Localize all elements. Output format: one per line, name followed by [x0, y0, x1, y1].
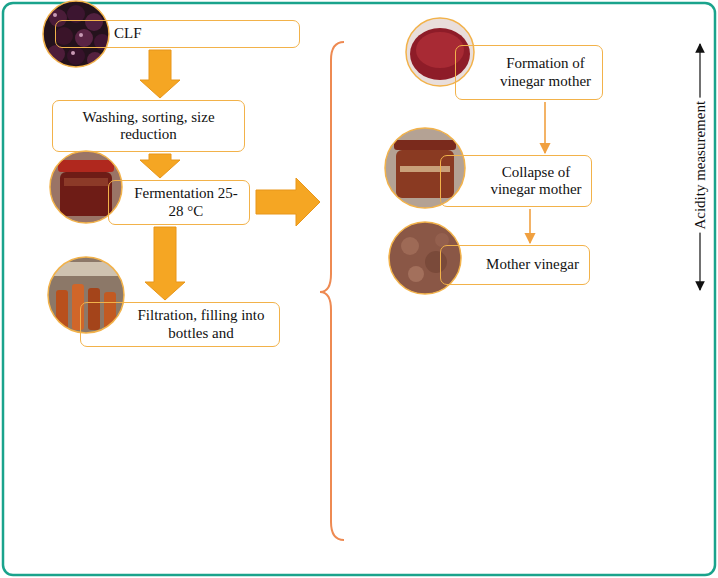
- berries-photo: [40, 0, 115, 70]
- box-text: Collapse of vinegar mother: [486, 164, 586, 199]
- block-arrow: [140, 50, 180, 98]
- berry-highlight: [79, 33, 83, 37]
- flow-arrow: [544, 102, 546, 153]
- process-box: CLF: [55, 20, 300, 48]
- photo-ground: [40, 0, 115, 70]
- photo-ground: [404, 16, 476, 88]
- curly-bracket: [320, 42, 344, 540]
- box-text: Washing, sorting, size reduction: [61, 109, 236, 144]
- box-text: Formation of vinegar mother: [494, 55, 597, 90]
- photo-ground: [388, 221, 462, 295]
- flow-arrow: [529, 209, 531, 243]
- texture: [425, 251, 447, 273]
- process-box: Washing, sorting, size reduction: [52, 100, 245, 152]
- bottle: [88, 288, 100, 330]
- vinegar-mother-film: [416, 32, 464, 68]
- process-box: Mother vinegar: [440, 245, 590, 285]
- photo-frame: [50, 151, 122, 223]
- photo-frame: [43, 1, 109, 67]
- box-text: Mother vinegar: [481, 256, 584, 273]
- jar-photo: [48, 150, 128, 225]
- jar-body: [396, 150, 454, 198]
- photo-ground: [48, 150, 128, 225]
- process-box: Formation of vinegar mother: [455, 45, 603, 100]
- dish-photo: [404, 16, 476, 88]
- berry: [67, 47, 85, 65]
- process-box: Collapse of vinegar mother: [440, 155, 592, 207]
- collapse-photo: [384, 127, 466, 209]
- outer-frame: [3, 3, 715, 575]
- block-arrow: [140, 154, 180, 178]
- berry-highlight: [53, 13, 57, 17]
- jar-liquid: [64, 178, 108, 186]
- berry: [85, 13, 103, 31]
- bottle: [72, 284, 84, 330]
- texture: [408, 266, 424, 282]
- texture: [401, 237, 419, 255]
- jar-rim: [394, 140, 456, 150]
- mother-vinegar-photo: [388, 221, 462, 295]
- photo-frame: [406, 18, 474, 86]
- process-box: Filtration, filling into bottles and: [80, 302, 280, 347]
- berry-highlight: [71, 51, 75, 55]
- box-text: Fermentation 25-28 °C: [129, 185, 243, 220]
- berry: [87, 52, 103, 68]
- photo-ground: [384, 127, 466, 209]
- block-arrow: [256, 178, 320, 226]
- photo-frame: [389, 222, 461, 294]
- process-box: Fermentation 25-28 °C: [108, 180, 250, 225]
- berry: [55, 27, 73, 45]
- axis-label: Acidity measurement: [692, 98, 709, 233]
- bottles-photo: [46, 255, 128, 335]
- box-text: CLF: [114, 25, 293, 42]
- vinegar-mother: [410, 28, 470, 80]
- photo-ground: [46, 255, 128, 335]
- jar-lid: [58, 160, 114, 172]
- sinking-mother: [400, 166, 450, 172]
- box-text: Filtration, filling into bottles and: [129, 307, 273, 342]
- berry: [75, 29, 93, 47]
- photo-frame: [385, 128, 465, 208]
- block-arrow: [145, 227, 185, 300]
- jar-body: [60, 172, 112, 216]
- photo-frame: [48, 257, 124, 333]
